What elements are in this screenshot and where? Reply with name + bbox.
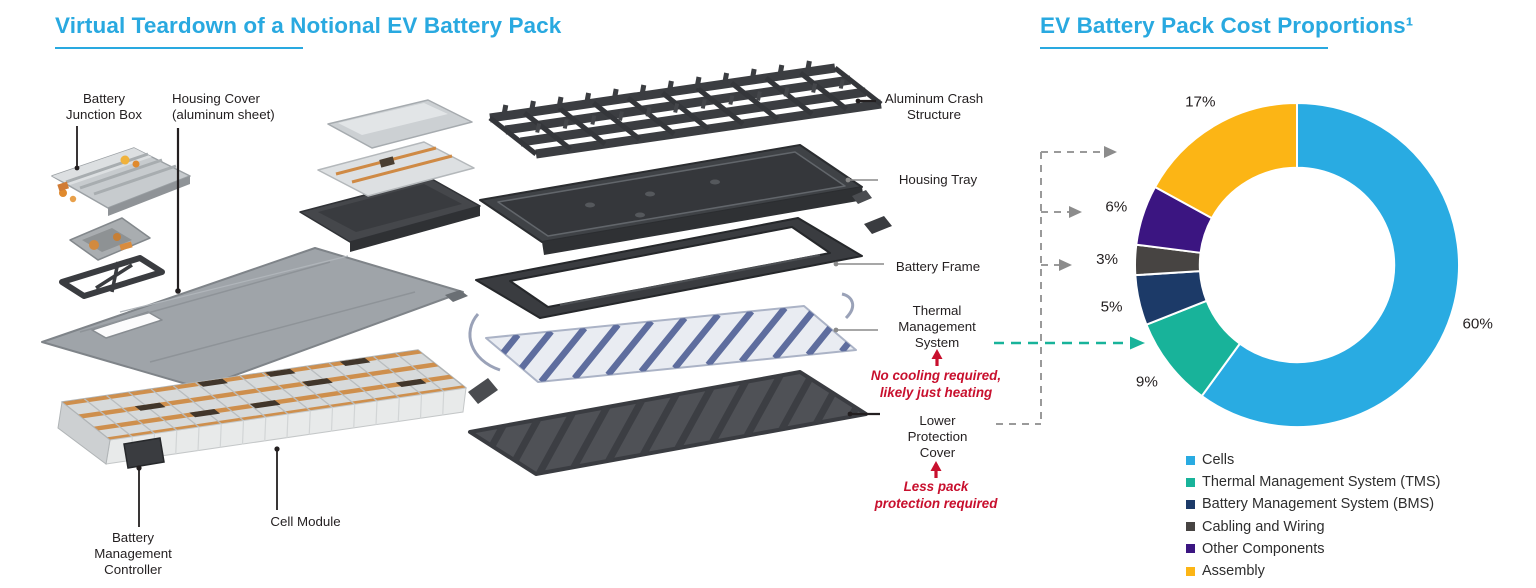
red-up-arrow-lpc: [930, 461, 942, 478]
dashed-arrow-icon: [1069, 206, 1082, 218]
battery-frame-part: [475, 190, 892, 319]
legend-swatch-icon: [1186, 477, 1195, 487]
legend-swatch-icon: [1186, 522, 1195, 532]
slice-assembly: [1154, 102, 1298, 220]
legend-swatch-icon: [1186, 499, 1195, 509]
chart-title-underline: [1040, 47, 1328, 49]
dashed-arrow-icon: [1104, 146, 1117, 158]
thermal-management-system-part: [468, 292, 857, 383]
legend-item: Other Components: [1186, 538, 1441, 560]
label-housing-tray: Housing Tray: [898, 172, 978, 187]
legend-swatch-icon: [1186, 566, 1195, 576]
module-assembly-part: [299, 99, 481, 252]
slice-value-label: 9%: [1136, 373, 1158, 390]
gray-dashed-connectors: [996, 146, 1117, 425]
battery-management-controller-part: [123, 437, 165, 469]
chart-title: EV Battery Pack Cost Proportions¹: [1040, 13, 1414, 38]
cell-module-array-part: [57, 349, 498, 469]
label-battery-management-controller: Battery Management Controller: [94, 530, 172, 578]
legend-item: Thermal Management System (TMS): [1186, 471, 1441, 493]
label-lower-protection-cover: Lower Protection Cover: [907, 413, 968, 461]
electronics-module-part: [69, 217, 151, 261]
label-housing-cover: Housing Cover (aluminum sheet): [172, 91, 275, 123]
mounting-frame-part: [59, 255, 165, 299]
label-aluminum-crash-structure: Aluminum Crash Structure: [884, 91, 984, 123]
aluminum-crash-structure-part: [488, 60, 883, 159]
legend-item: Battery Management System (BMS): [1186, 493, 1441, 515]
end-bracket-part: [468, 378, 498, 404]
label-cell-module: Cell Module: [270, 514, 341, 529]
label-battery-frame: Battery Frame: [895, 259, 981, 274]
leader-lines: [74, 98, 884, 527]
legend-item: Assembly: [1186, 560, 1441, 582]
slice-value-label: 6%: [1105, 198, 1127, 215]
note-less-pack-protection: Less pack protection required: [874, 479, 998, 511]
legend-swatch-icon: [1186, 544, 1195, 554]
slice-value-label: 17%: [1185, 93, 1215, 110]
label-battery-junction-box: Battery Junction Box: [65, 91, 143, 123]
legend-item: Cells: [1186, 449, 1441, 471]
legend-label: Cabling and Wiring: [1202, 518, 1325, 535]
legend-label: Other Components: [1202, 540, 1325, 557]
legend-swatch-icon: [1186, 455, 1195, 465]
battery-junction-box-part: [51, 147, 191, 216]
teal-dashed-arrow-tms: [994, 336, 1145, 350]
cost-proportions-donut-chart: 60% 9% 5% 3% 6% 17%: [1096, 93, 1493, 428]
legend-label: Thermal Management System (TMS): [1202, 474, 1441, 491]
red-up-arrow-tms: [931, 349, 943, 366]
label-thermal-management-system: Thermal Management System: [898, 303, 976, 351]
housing-cover-part: [41, 247, 468, 389]
slice-value-label: 3%: [1096, 251, 1118, 268]
dashed-arrow-icon: [1059, 259, 1072, 271]
slice-value-label: 5%: [1101, 298, 1123, 315]
slice-cells: [1200, 102, 1460, 428]
teardown-title: Virtual Teardown of a Notional EV Batter…: [55, 13, 562, 38]
legend-label: Assembly: [1202, 563, 1265, 580]
slice-value-label: 60%: [1462, 316, 1492, 333]
legend-item: Cabling and Wiring: [1186, 516, 1441, 538]
dashed-arrow-icon: [1130, 336, 1145, 350]
legend-label: Battery Management System (BMS): [1202, 496, 1435, 513]
note-no-cooling-required: No cooling required, likely just heating: [870, 368, 1002, 400]
legend-label: Cells: [1202, 452, 1235, 469]
housing-tray-part: [479, 144, 864, 255]
teardown-title-underline: [55, 47, 303, 49]
